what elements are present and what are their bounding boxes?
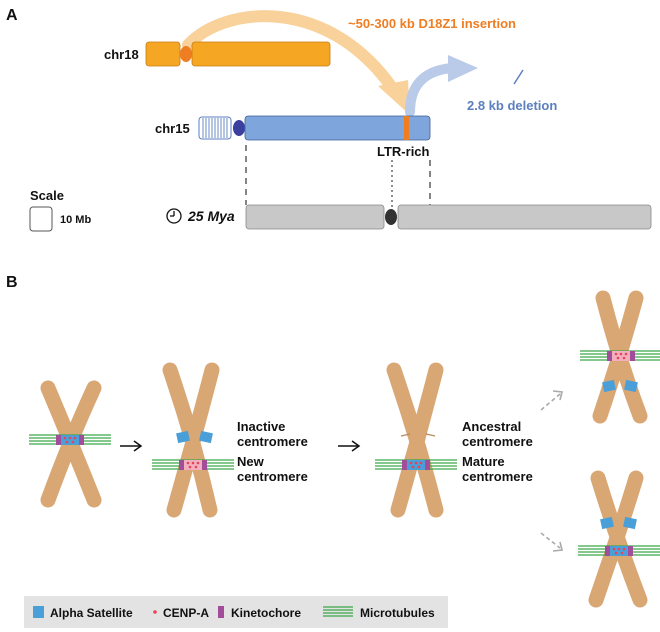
branch-arrow-up [540, 390, 563, 411]
chr15-label: chr15 [155, 121, 190, 136]
chromosome-outcome-bottom [577, 470, 660, 608]
legend-microtubules-swatch [323, 606, 353, 617]
chromosome-original [28, 380, 112, 508]
arrow-1 [120, 440, 143, 452]
insertion-site [404, 116, 409, 140]
legend-alpha-satellite-label: Alpha Satellite [50, 606, 133, 620]
legend-alpha-satellite-swatch [33, 606, 44, 618]
time-label: 25 Mya [187, 208, 235, 224]
scale-value: 10 Mb [60, 214, 91, 226]
chr18-centromere [180, 46, 192, 62]
new-label-line2: centromere [237, 469, 308, 484]
chr15-satellite-arm [198, 116, 232, 140]
legend-cenp-a-label: CENP-A [163, 606, 209, 620]
panel-a-label: A [6, 7, 18, 24]
legend: Alpha Satellite CENP-A Kinetochore Micro… [24, 596, 448, 628]
legend-kinetochore-swatch [218, 606, 224, 618]
ancestral-left-arm [245, 204, 385, 230]
ancestral-centromere [385, 209, 397, 225]
new-label-line1: New [237, 454, 265, 469]
deletion-label: 2.8 kb deletion [467, 98, 557, 113]
inactive-label-line1: Inactive [237, 419, 285, 434]
chromosome-new-centromere [151, 362, 235, 518]
inactive-label-line2: centromere [237, 434, 308, 449]
ancestral-right-arm [397, 204, 652, 230]
insertion-arrow [182, 10, 410, 115]
deletion-mark [513, 69, 524, 85]
legend-cenp-a-swatch [153, 610, 157, 614]
panel-b-label: B [6, 274, 18, 291]
ltr-rich-label: LTR-rich [377, 144, 430, 159]
chr15-centromere [233, 120, 245, 136]
insertion-label: ~50-300 kb D18Z1 insertion [348, 16, 516, 31]
deletion-arrow [405, 55, 478, 117]
scale-title: Scale [30, 188, 64, 203]
chr18-p-arm [145, 41, 181, 67]
mature-label-line2: centromere [462, 469, 533, 484]
legend-kinetochore-label: Kinetochore [231, 606, 301, 620]
chr18-label: chr18 [104, 47, 139, 62]
ancestral-label-line2: centromere [462, 434, 533, 449]
chr15-q-arm [244, 115, 431, 141]
branch-arrow-down [540, 532, 563, 552]
ancestral-label-line1: Ancestral [462, 419, 521, 434]
chromosome-outcome-top [579, 290, 660, 424]
clock-icon [166, 208, 182, 224]
legend-box [24, 596, 448, 628]
legend-microtubules-label: Microtubules [360, 606, 435, 620]
chromosome-mature [374, 362, 458, 518]
guide-lines [245, 145, 431, 207]
scale-box [29, 206, 53, 232]
mature-label-line1: Mature [462, 454, 505, 469]
arrow-2 [338, 440, 361, 452]
chr18-q-arm [191, 41, 331, 67]
